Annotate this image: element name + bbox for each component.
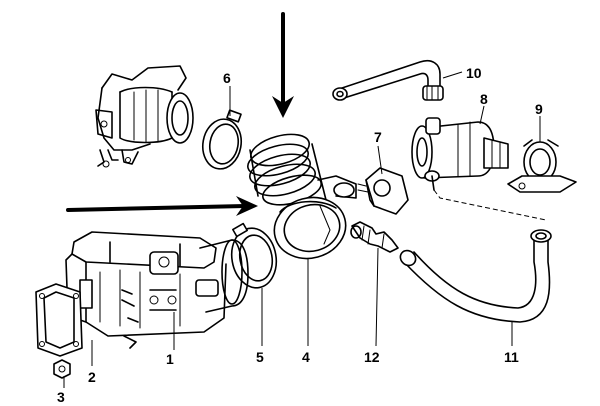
callout-7: 7 [374,129,382,145]
part-9-bracket [507,139,577,193]
callout-1: 1 [166,351,174,367]
part-3-nut [53,359,71,379]
annotation-arrow-top [272,12,294,118]
callout-11: 11 [504,349,519,365]
callout-5: 5 [256,349,264,365]
part-11-curved-hose [399,229,552,323]
callout-4: 4 [302,349,310,365]
part-1-air-flow-meter [65,231,249,349]
part-8-idle-valve [411,117,509,191]
callout-leader-lines [63,71,541,388]
alignment-dashed-line [433,189,547,221]
callout-6: 6 [223,70,231,86]
callout-12: 12 [364,349,380,365]
callout-2: 2 [88,369,96,385]
part-12-connector [350,221,399,253]
callout-10: 10 [466,65,482,81]
part-5-hose-clamp [230,222,278,289]
callout-8: 8 [480,91,488,107]
part-7-cap [357,167,409,215]
part-2-gasket [35,283,83,357]
part-10-bent-hose [332,59,444,101]
part-4-intake-boot [247,133,357,260]
throttle-housing-part [95,65,194,168]
callout-3: 3 [57,389,65,405]
part-6-hose-clamp [201,109,243,170]
callout-9: 9 [535,101,543,117]
annotation-arrow-left [66,196,258,216]
